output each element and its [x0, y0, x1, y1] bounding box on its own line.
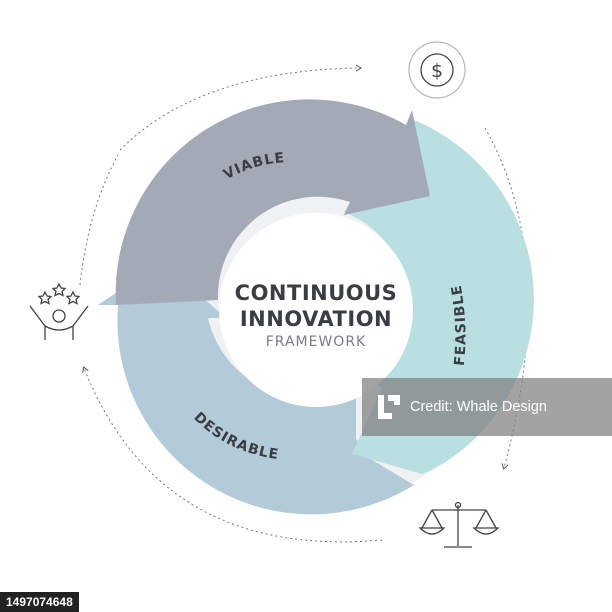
center-circle — [219, 213, 413, 407]
stock-id-label: 1497074648 — [0, 592, 79, 612]
svg-text:$: $ — [431, 60, 443, 82]
celebrating-person-stars-icon — [29, 282, 89, 340]
center-title-line-1: CONTINUOUS — [234, 281, 398, 305]
dashed-cycle — [79, 64, 529, 543]
watermark-text: Credit: Whale Design — [410, 399, 547, 415]
segment-desirable — [98, 262, 414, 515]
center-title-line-2: INNOVATION — [239, 307, 393, 331]
segment-viable — [115, 99, 430, 305]
dashed-arc-top — [119, 64, 362, 151]
dollar-coin-icon: $ — [408, 41, 466, 99]
dashed-arc-right — [484, 127, 529, 470]
center-subtitle: FRAMEWORK — [265, 334, 367, 350]
center-label: CONTINUOUS INNOVATION FRAMEWORK — [206, 280, 426, 350]
watermark-logo-icon — [368, 387, 408, 427]
segment-label-feasible: FEASIBLE — [449, 283, 470, 366]
credit-watermark: Credit: Whale Design — [362, 378, 612, 436]
dashed-arc-bottom — [82, 366, 383, 543]
balance-scale-icon — [418, 501, 500, 548]
dashed-arc-left — [79, 154, 119, 286]
